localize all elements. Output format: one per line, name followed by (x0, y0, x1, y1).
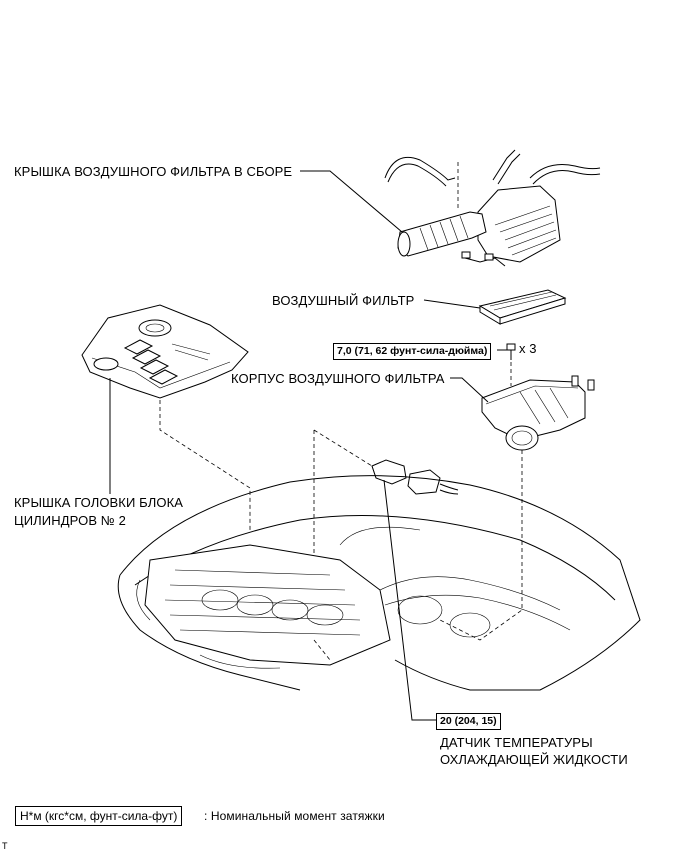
corner-mark: T (2, 841, 8, 851)
label-coolant-sensor-line1: ДАТЧИК ТЕМПЕРАТУРЫ (440, 735, 593, 750)
air-filter-element (478, 289, 567, 325)
coolant-temperature-sensor (313, 429, 459, 640)
legend-torque-unit-box: Н*м (кгс*см, фунт-сила-фут) (15, 806, 183, 826)
torque-box-sensor: 20 (204, 15) (436, 713, 501, 730)
label-cylinder-head-cover-line2: ЦИЛИНДРОВ № 2 (14, 513, 126, 528)
label-air-cleaner-cap-assembly: КРЫШКА ВОЗДУШНОГО ФИЛЬТРА В СБОРЕ (14, 164, 293, 179)
label-cylinder-head-cover-line1: КРЫШКА ГОЛОВКИ БЛОКА (14, 495, 184, 510)
bolt-quantity: x 3 (519, 341, 537, 356)
label-coolant-sensor-line2: ОХЛАЖДАЮЩЕЙ ЖИДКОСТИ (440, 752, 628, 767)
legend-description: : Номинальный момент затяжки (204, 809, 385, 823)
cylinder-head-cover (81, 304, 251, 530)
torque-box-case-bolt: 7,0 (71, 62 фунт-сила-дюйма) (333, 343, 492, 360)
bolt-icon (506, 343, 516, 386)
air-cleaner-cap-assembly (384, 149, 601, 267)
leader-lines (109, 170, 507, 721)
engine-compartment (117, 450, 641, 691)
label-air-filter: ВОЗДУШНЫЙ ФИЛЬТР (272, 293, 415, 308)
label-air-cleaner-case: КОРПУС ВОЗДУШНОГО ФИЛЬТРА (231, 371, 445, 386)
air-cleaner-case (481, 375, 595, 451)
